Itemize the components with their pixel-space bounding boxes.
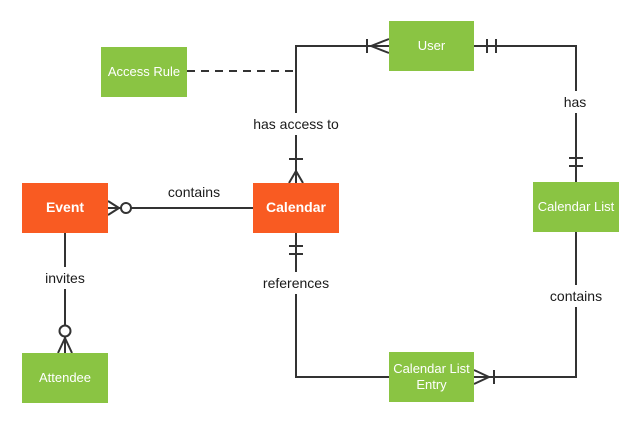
zero-ring-event-end [120, 202, 132, 214]
connector-references [289, 233, 389, 378]
entity-calendar-list-entry-label: Calendar List Entry [393, 360, 470, 392]
entity-access-rule-label: Access Rule [107, 63, 181, 79]
relationship-label-references: references [257, 272, 335, 294]
entity-user[interactable]: User [389, 21, 474, 71]
zero-ring-attendee-end [58, 324, 72, 338]
entity-calendar[interactable]: Calendar [253, 183, 339, 233]
entity-calendar-label: Calendar [266, 199, 326, 216]
crow-foot-many-attendee-end [57, 337, 73, 354]
connector-has-access-to [288, 38, 390, 184]
crow-foot-many-calendar-end [288, 170, 304, 184]
connector-contains-list-entry [473, 232, 577, 385]
connector-invites [57, 233, 73, 354]
entity-user-label: User [417, 37, 446, 53]
relationship-label-invites: invites [40, 267, 90, 289]
relationship-label-contains-event-calendar: contains [162, 181, 226, 203]
relationship-label-has: has [558, 91, 592, 113]
entity-calendar-list-entry[interactable]: Calendar List Entry [389, 352, 474, 402]
double-bar-user-end [486, 39, 497, 53]
entity-calendar-list[interactable]: Calendar List [533, 182, 619, 232]
entity-event[interactable]: Event [22, 183, 108, 233]
crow-foot-many-entry-end [473, 369, 490, 385]
relationship-label-has-access-to: has access to [248, 113, 344, 135]
double-bar-calendar-list-end [569, 157, 583, 167]
entity-event-label: Event [45, 199, 85, 216]
entity-calendar-list-label: Calendar List [537, 198, 615, 214]
connector-contains-event-calendar [107, 200, 253, 216]
crow-foot-many-event-end [107, 200, 120, 216]
relationship-label-contains-list-entry: contains [544, 285, 608, 307]
entity-access-rule[interactable]: Access Rule [101, 47, 187, 97]
crow-foot-many-user-end [370, 38, 390, 54]
entity-attendee-label: Attendee [38, 369, 92, 385]
connector-has [474, 39, 583, 182]
double-bar-calendar-end [289, 245, 303, 255]
entity-attendee[interactable]: Attendee [22, 353, 108, 403]
